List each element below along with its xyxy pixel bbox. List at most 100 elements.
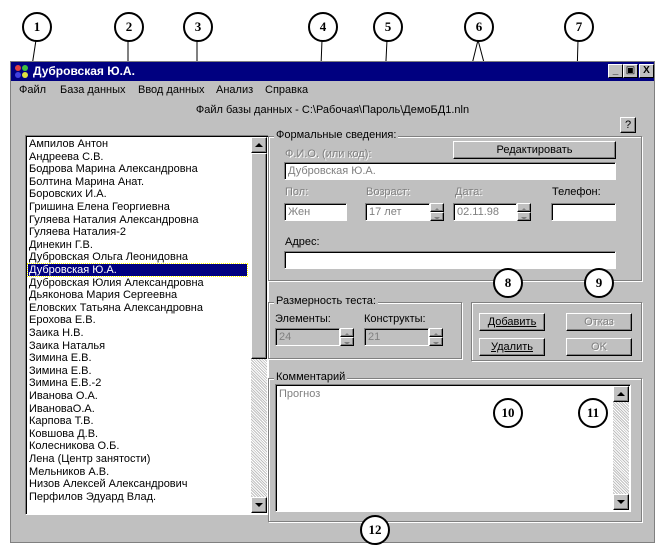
list-item[interactable]: Дубровская Ольга Леонидовна	[29, 251, 189, 264]
list-item[interactable]: Болтина Марина Анат.	[29, 175, 145, 188]
title-bar[interactable]: Дубровская Ю.А. _ ▣ X	[11, 62, 654, 81]
comment-scroll-down-arrow[interactable]	[613, 494, 629, 510]
list-item[interactable]: Иванова О.А.	[29, 390, 98, 402]
cancel-button-label: Отказ	[584, 316, 614, 328]
scroll-thumb[interactable]	[251, 153, 267, 359]
list-item[interactable]: Гришина Елена Георгиевна	[29, 201, 170, 213]
comment-label: Комментарий	[274, 371, 348, 383]
menu-data-entry[interactable]: Ввод данных	[138, 84, 205, 96]
add-button-label: Добавить	[487, 316, 537, 328]
list-item[interactable]: Мельников А.В.	[29, 465, 110, 478]
list-item[interactable]: Дубровская Юлия Александровна	[29, 276, 204, 289]
menu-analysis[interactable]: Анализ	[216, 84, 254, 96]
database-file-path: Файл базы данных - C:\Рабочая\Пароль\Дем…	[195, 104, 470, 116]
elements-spinner[interactable]	[340, 328, 354, 346]
list-item[interactable]: Дьяконова Мария Сергеевна	[29, 289, 178, 302]
list-item[interactable]: Колесникова О.Б.	[29, 440, 120, 453]
list-item[interactable]: Гуляева Наталия Александровна	[29, 213, 199, 226]
comment-group	[268, 378, 642, 522]
callout-9: 9	[584, 268, 614, 298]
callout-12: 12	[360, 515, 390, 545]
edit-button[interactable]: Редактировать	[453, 141, 616, 159]
menu-database[interactable]: База данных	[60, 84, 126, 96]
sex-label: Пол:	[285, 186, 309, 198]
close-button[interactable]: X	[639, 64, 654, 78]
comment-memo[interactable]: Прогноз	[275, 384, 631, 512]
elements-label: Элементы:	[275, 313, 331, 325]
list-item[interactable]: Андреева С.В.	[29, 150, 104, 163]
formal-info-label: Формальные сведения:	[274, 129, 399, 141]
callout-8: 8	[493, 268, 523, 298]
list-item[interactable]: Зимина Е.В.	[29, 364, 92, 377]
list-item[interactable]: Гуляева Наталия-2	[29, 226, 127, 239]
fio-label: Ф.И.О. (или код):	[285, 148, 372, 160]
elements-field[interactable]: 24	[275, 328, 340, 346]
menu-file[interactable]: Файл	[19, 84, 47, 96]
age-label: Возраст:	[366, 186, 411, 198]
scroll-up-arrow[interactable]	[251, 137, 267, 153]
list-item[interactable]: Бодрова Марина Александровна	[29, 163, 198, 176]
window-title: Дубровская Ю.А.	[33, 64, 135, 78]
callout-1: 1	[22, 12, 52, 42]
list-item[interactable]: Карпова Т.В.	[29, 415, 94, 428]
date-spinner[interactable]	[517, 203, 531, 221]
help-button[interactable]: ?	[620, 117, 636, 133]
list-item[interactable]: Заика Наталья	[29, 339, 106, 352]
age-field[interactable]: 17 лет	[365, 203, 430, 221]
callout-11: 11	[578, 398, 608, 428]
list-item[interactable]: Ампилов Антон	[29, 138, 109, 150]
list-item[interactable]: Низов Алексей Александрович	[29, 478, 188, 491]
actions-group	[471, 302, 642, 361]
date-label: Дата:	[455, 186, 483, 198]
add-button[interactable]: Добавить	[479, 313, 545, 331]
constructs-spin-down[interactable]	[429, 337, 443, 346]
callout-6: 6	[464, 12, 494, 42]
minimize-button[interactable]: _	[608, 64, 623, 78]
edit-button-label: Редактировать	[496, 144, 573, 156]
delete-button[interactable]: Удалить	[479, 338, 545, 356]
list-item[interactable]: Дубровская Ю.А.	[27, 263, 248, 277]
cancel-button[interactable]: Отказ	[566, 313, 632, 331]
test-size-label: Размерность теста:	[274, 295, 378, 307]
elements-spin-down[interactable]	[340, 337, 354, 346]
list-item[interactable]: Динекин Г.В.	[29, 238, 93, 251]
age-spinner[interactable]	[430, 203, 444, 221]
callout-2: 2	[114, 12, 144, 42]
ok-button-label: OK	[591, 341, 607, 353]
list-item[interactable]: Заика Н.В.	[29, 327, 84, 339]
restore-button[interactable]: ▣	[623, 64, 638, 78]
list-item[interactable]: Ерохова Е.В.	[29, 314, 96, 327]
sex-field[interactable]: Жен	[284, 203, 347, 221]
formal-info-group	[268, 136, 642, 281]
comment-scrollbar[interactable]	[613, 386, 629, 510]
list-item[interactable]: Зимина Е.В.	[29, 352, 92, 365]
ok-button[interactable]: OK	[566, 338, 632, 356]
comment-scroll-up-arrow[interactable]	[613, 386, 629, 402]
list-item[interactable]: ИвановаО.А.	[29, 402, 95, 415]
elements-spin-up[interactable]	[340, 328, 354, 337]
fio-field[interactable]: Дубровская Ю.А.	[284, 162, 616, 180]
phone-field[interactable]	[551, 203, 616, 221]
address-field[interactable]	[284, 251, 616, 269]
scroll-down-arrow[interactable]	[251, 497, 267, 513]
list-item[interactable]: Ковшова Д.В.	[29, 427, 99, 440]
constructs-spinner[interactable]	[429, 328, 443, 346]
date-field[interactable]: 02.11.98	[453, 203, 517, 221]
list-item[interactable]: Еловских Татьяна Александровна	[29, 301, 203, 314]
list-item[interactable]: Боровских И.А.	[29, 188, 107, 201]
age-spin-up[interactable]	[430, 203, 444, 212]
menu-help[interactable]: Справка	[265, 84, 309, 96]
list-item[interactable]: Лена (Центр занятости)	[29, 453, 151, 465]
help-button-label: ?	[624, 119, 632, 131]
constructs-spin-up[interactable]	[429, 328, 443, 337]
list-scrollbar[interactable]	[251, 137, 267, 513]
date-spin-down[interactable]	[517, 212, 531, 221]
age-spin-down[interactable]	[430, 212, 444, 221]
list-item[interactable]: Перфилов Эдуард Влад.	[29, 490, 157, 503]
date-spin-up[interactable]	[517, 203, 531, 212]
constructs-field[interactable]: 21	[364, 328, 429, 346]
app-icon	[14, 64, 29, 79]
list-item[interactable]: Зимина Е.В.-2	[29, 377, 102, 390]
app-window: Дубровская Ю.А. _ ▣ X Файл База данных В…	[10, 61, 655, 543]
